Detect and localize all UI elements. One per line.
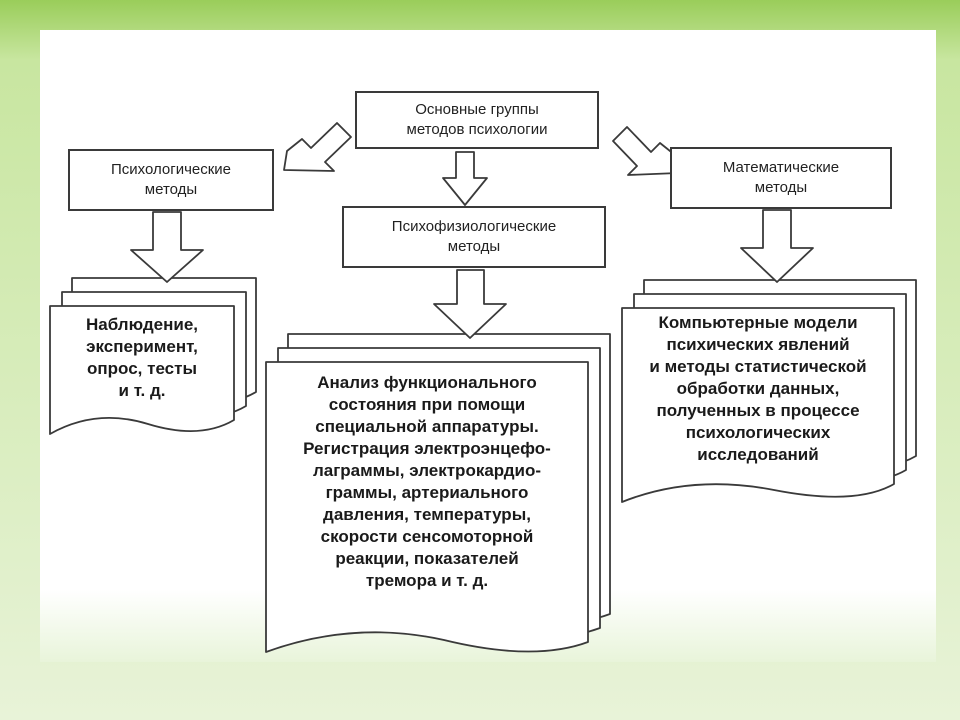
psychological-methods-box: Психологические методы bbox=[68, 149, 274, 211]
arrow-root-to-center bbox=[442, 151, 488, 206]
psychological-methods-details: Наблюдение, эксперимент, опрос, тесты и … bbox=[85, 315, 199, 400]
left-doc-stack bbox=[49, 277, 257, 435]
arrow-right-title-to-doc bbox=[740, 209, 814, 283]
psychophysiological-methods-box: Психофизиологические методы bbox=[342, 206, 606, 268]
arrow-root-to-right bbox=[612, 126, 679, 176]
arrow-center-title-to-doc bbox=[433, 269, 507, 339]
mathematical-methods-details: Компьютерные модели психических явлений … bbox=[649, 313, 867, 464]
center-doc-front bbox=[265, 361, 589, 653]
root-box: Основные группы методов психологии bbox=[355, 91, 599, 149]
mathematical-methods-box: Математические методы bbox=[670, 147, 892, 209]
arrow-root-to-left bbox=[283, 122, 352, 172]
arrow-left-title-to-doc bbox=[130, 211, 204, 283]
center-doc-stack bbox=[265, 333, 611, 653]
right-doc-front bbox=[621, 307, 895, 503]
psychophysiological-methods-details: Анализ функционального состояния при пом… bbox=[303, 373, 551, 590]
right-doc-stack bbox=[621, 279, 917, 503]
left-doc-front bbox=[49, 305, 235, 435]
